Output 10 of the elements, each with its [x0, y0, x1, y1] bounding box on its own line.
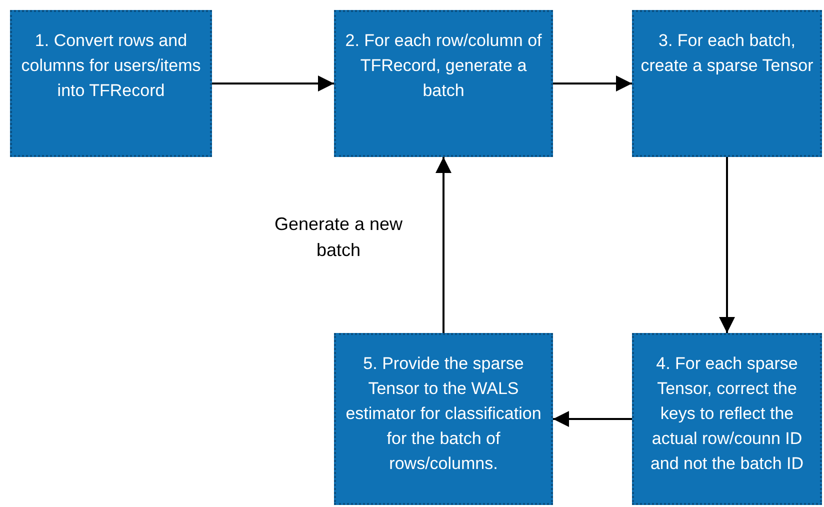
arrow — [553, 411, 632, 427]
arrow — [436, 157, 452, 333]
process-box: 1. Convert rows and columns for users/items into TFRecord — [10, 10, 212, 157]
process-box: 3. For each batch, create a sparse Tensor — [632, 10, 822, 157]
process-box: 5. Provide the sparse Tensor to the WALS estimator for classification for the batch of rows/columns. — [334, 333, 553, 505]
arrow — [212, 76, 334, 92]
arrow — [553, 76, 632, 92]
process-box: 2. For each row/column of TFRecord, generate a batch — [334, 10, 553, 157]
process-box: 4. For each sparse Tensor, correct the keys to reflect the actual row/counn ID and not the batch ID — [632, 333, 822, 505]
arrow — [719, 157, 735, 333]
